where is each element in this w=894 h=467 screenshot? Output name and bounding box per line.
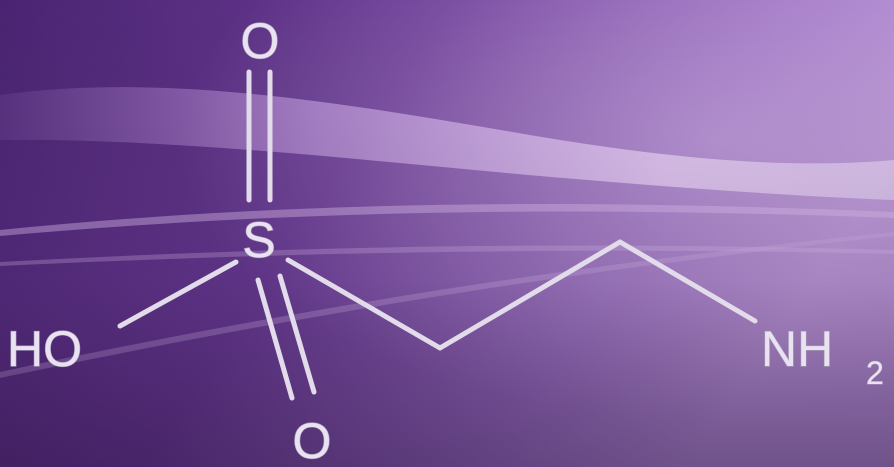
bond-c1-c2 [437, 239, 623, 351]
bond-s-o-bottom-2 [277, 273, 317, 395]
bond-s-c1 [285, 257, 443, 351]
bond-s-o-bottom-1 [255, 277, 295, 401]
bond-s-oh [117, 259, 239, 329]
atom-oxygen-top: O [241, 13, 280, 69]
atom-amine-subscript: 2 [866, 355, 884, 391]
bonds [117, 69, 758, 401]
atom-hydroxyl: HO [7, 321, 82, 377]
atom-amine: NH [761, 321, 833, 377]
atom-sulfur: S [242, 212, 275, 268]
bond-c2-n [617, 239, 758, 324]
atom-oxygen-bottom: O [293, 413, 332, 467]
